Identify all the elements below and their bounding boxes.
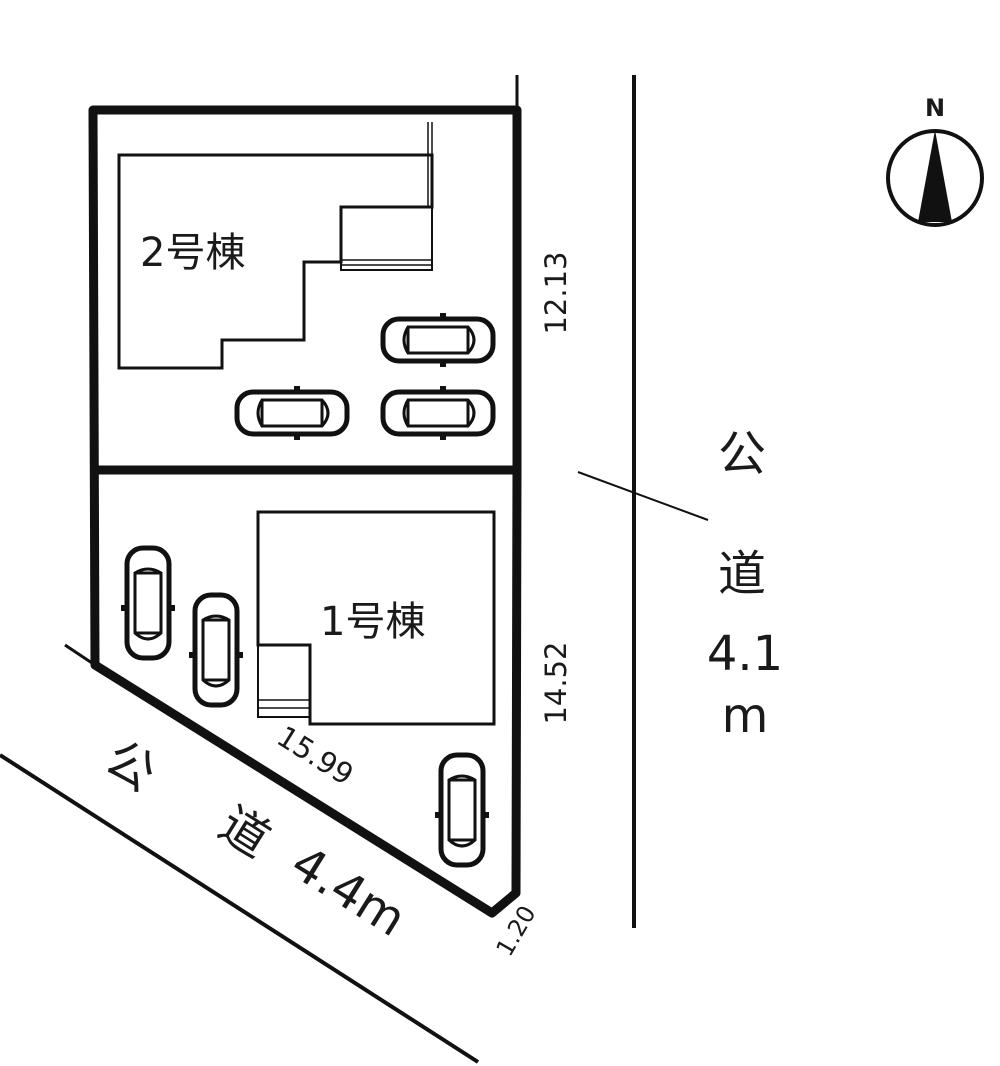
building-2-porch xyxy=(340,206,433,271)
building-2-label: 2号棟 xyxy=(140,230,245,276)
north-label: N xyxy=(925,94,945,122)
parking-car-icon xyxy=(189,595,243,705)
east-road-leader-line xyxy=(577,471,709,521)
dimension-east-lower: 14.52 xyxy=(539,641,573,724)
parking-car-icon xyxy=(383,313,493,367)
southwest-road-label-1: 公 xyxy=(95,730,165,803)
building-1-label: 1号棟 xyxy=(320,599,425,645)
southwest-road-label-2: 道 xyxy=(209,796,279,869)
southwest-road-line xyxy=(0,753,480,1064)
east-road-label-2: 道 xyxy=(718,546,766,602)
parking-car-icon xyxy=(121,548,175,658)
building-1-porch xyxy=(257,644,311,718)
parking-car-icon xyxy=(237,386,347,440)
parking-car-icon xyxy=(383,386,493,440)
dimension-east-upper: 12.13 xyxy=(539,251,573,334)
east-road-label-1: 公 xyxy=(718,426,766,482)
parking-car-icon xyxy=(435,755,489,865)
east-road-width: 4.1 xyxy=(707,626,783,682)
east-road-unit: m xyxy=(722,688,769,744)
north-arrow-icon xyxy=(886,129,984,227)
southwest-boundary-extension xyxy=(64,643,96,667)
